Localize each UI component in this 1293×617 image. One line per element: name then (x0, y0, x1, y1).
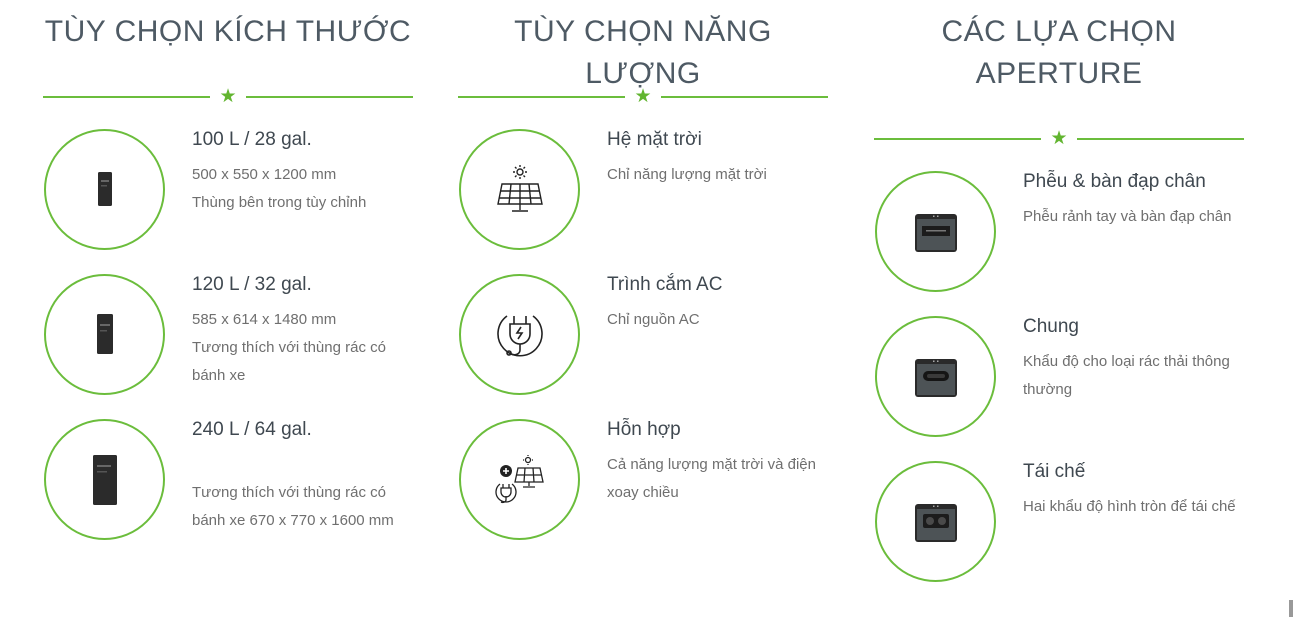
double-hole-aperture-icon (914, 503, 957, 542)
option-description: Khẩu độ cho loại rác thải thông thường (1023, 353, 1230, 398)
option-description: 585 x 614 x 1480 mm Tương thích với thùn… (192, 311, 386, 384)
option-title: 100 L / 28 gal. (192, 129, 312, 150)
size-option-120l: 120 L / 32 gal. 585 x 614 x 1480 mm Tươn… (43, 274, 413, 419)
aperture-options-column: CÁC LỰA CHỌN APERTURE ★ Phễu & bàn đạp c… (874, 0, 1244, 606)
option-icon-circle (875, 316, 996, 437)
oval-aperture-icon (914, 358, 957, 397)
section-divider: ★ (874, 129, 1244, 149)
power-option-hybrid: Hỗn hợp Cả năng lượng mặt trời và điện x… (458, 419, 828, 564)
option-icon-circle (44, 419, 165, 540)
option-title: Hệ mặt trời (607, 129, 702, 150)
option-title: Trình cắm AC (607, 274, 723, 295)
option-icon-circle (44, 129, 165, 250)
option-title: Hỗn hợp (607, 419, 681, 440)
option-title: Phễu & bàn đạp chân (1023, 171, 1206, 192)
section-divider: ★ (43, 87, 413, 107)
hybrid-power-icon (494, 454, 544, 503)
option-description: Hai khẩu độ hình tròn để tái chế (1023, 498, 1236, 515)
option-description: Phễu rảnh tay và bàn đạp chân (1023, 208, 1232, 225)
option-description: 500 x 550 x 1200 mm Thùng bên trong tùy … (192, 166, 367, 211)
option-icon-circle (459, 129, 580, 250)
size-options-title: TÙY CHỌN KÍCH THƯỚC (44, 15, 412, 48)
aperture-option-general: Chung Khẩu độ cho loại rác thải thông th… (874, 316, 1244, 461)
option-icon-circle (459, 274, 580, 395)
aperture-option-recycling: Tái chế Hai khẩu độ hình tròn để tái chế (874, 461, 1244, 606)
option-title: 240 L / 64 gal. (192, 419, 312, 440)
slot-aperture-icon (914, 213, 957, 252)
aperture-options-title: CÁC LỰA CHỌN APERTURE (941, 15, 1177, 90)
section-divider: ★ (458, 87, 828, 107)
ac-plug-icon (496, 314, 543, 356)
size-option-100l: 100 L / 28 gal. 500 x 550 x 1200 mm Thùn… (43, 129, 413, 274)
small-bin-icon (97, 171, 112, 206)
power-option-ac: Trình cắm AC Chỉ nguồn AC (458, 274, 828, 419)
star-icon: ★ (1050, 128, 1068, 149)
power-option-solar: Hệ mặt trời Chỉ năng lượng mặt trời (458, 129, 828, 274)
size-options-column: TÙY CHỌN KÍCH THƯỚC ★ 100 L / 28 gal. 50… (43, 0, 413, 564)
star-icon: ★ (634, 86, 652, 107)
option-description: Chỉ năng lượng mặt trời (607, 166, 767, 183)
option-title: Tái chế (1023, 461, 1086, 482)
aperture-option-hopper: Phễu & bàn đạp chân Phễu rảnh tay và bàn… (874, 171, 1244, 316)
star-icon: ★ (219, 86, 237, 107)
option-description: Cả năng lượng mặt trời và điện xoay chiề… (607, 456, 816, 501)
option-icon-circle (44, 274, 165, 395)
power-options-column: TÙY CHỌN NĂNG LƯỢNG ★ Hệ mặt trời Chỉ nă… (458, 0, 828, 564)
option-icon-circle (875, 461, 996, 582)
power-options-title: TÙY CHỌN NĂNG LƯỢNG (514, 15, 772, 90)
scrollbar-thumb[interactable] (1289, 600, 1293, 617)
medium-bin-icon (96, 313, 113, 354)
option-title: 120 L / 32 gal. (192, 274, 312, 295)
large-bin-icon (92, 454, 117, 505)
size-option-240l: 240 L / 64 gal. Tương thích với thùng rá… (43, 419, 413, 564)
option-icon-circle (875, 171, 996, 292)
option-icon-circle (459, 419, 580, 540)
option-description: Tương thích với thùng rác có bánh xe 670… (192, 484, 394, 529)
option-description: Chỉ nguồn AC (607, 311, 700, 328)
option-title: Chung (1023, 316, 1079, 337)
solar-panel-icon (496, 164, 543, 212)
